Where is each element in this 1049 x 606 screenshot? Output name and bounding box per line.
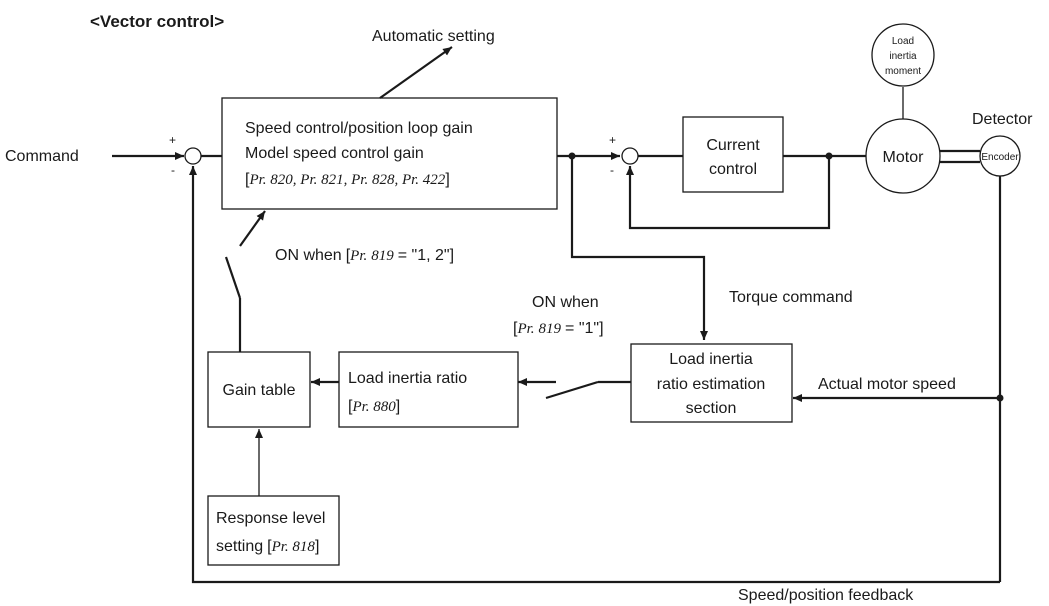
command-label: Command bbox=[5, 148, 79, 165]
switch2-condition: [Pr.819= "1"] bbox=[513, 320, 604, 337]
motor-label: Motor bbox=[883, 149, 925, 166]
encoder-label: Encoder bbox=[981, 152, 1019, 163]
torque-command-label: Torque command bbox=[729, 289, 853, 306]
estimation-line1: Load inertia bbox=[669, 351, 753, 368]
load-inertia-line1: Load bbox=[892, 36, 914, 47]
junction2-minus: - bbox=[610, 163, 614, 177]
current-feedback-loop bbox=[626, 156, 831, 230]
switch2-on-when: ON when bbox=[532, 294, 599, 311]
summing-junction-current bbox=[621, 147, 639, 165]
switch1-condition: ON when[Pr.819= "1, 2"] bbox=[275, 247, 454, 264]
speed-position-feedback-line bbox=[189, 166, 1000, 584]
speed-box-line2: Model speed control gain bbox=[245, 145, 424, 162]
current-control-box bbox=[682, 116, 784, 193]
response-line1: Response level bbox=[216, 510, 325, 527]
actual-motor-speed-label: Actual motor speed bbox=[818, 376, 956, 393]
current-control-line2: control bbox=[709, 161, 757, 178]
junction1-plus: + bbox=[169, 133, 176, 147]
estimation-section-box bbox=[630, 343, 793, 423]
estimation-line2: ratio estimation bbox=[657, 376, 766, 393]
switch2-blade bbox=[545, 380, 599, 400]
load-inertia-moment bbox=[871, 23, 935, 87]
switch1-upper-line bbox=[239, 210, 266, 247]
load-inertia-line3: moment bbox=[885, 66, 921, 77]
estimation-line3: section bbox=[686, 400, 737, 417]
feedback-label: Speed/position feedback bbox=[738, 587, 914, 604]
junction1-minus: - bbox=[171, 163, 175, 177]
response-level-box bbox=[207, 495, 340, 566]
gain-table-label: Gain table bbox=[223, 382, 296, 399]
current-control-line1: Current bbox=[706, 137, 760, 154]
torque-command-arrow bbox=[570, 156, 708, 340]
speed-box-params: [Pr. 820, Pr. 821, Pr. 828, Pr. 422] bbox=[245, 171, 450, 188]
gain-table-box bbox=[207, 351, 311, 428]
diagram-title: <Vector control> bbox=[90, 12, 224, 31]
summing-junction-speed bbox=[184, 147, 202, 165]
ratio-box-param: [Pr. 880] bbox=[348, 398, 400, 415]
load-inertia-ratio-box bbox=[338, 351, 519, 428]
switch1-blade bbox=[224, 256, 242, 299]
detector-label: Detector bbox=[972, 111, 1033, 128]
speed-control-box bbox=[221, 97, 558, 210]
response-line2: setting[Pr. 818] bbox=[216, 538, 319, 555]
load-inertia-line2: inertia bbox=[889, 51, 917, 62]
speed-box-line1: Speed control/position loop gain bbox=[245, 120, 473, 137]
junction2-plus: + bbox=[609, 133, 616, 147]
ratio-box-line1: Load inertia ratio bbox=[348, 370, 467, 387]
automatic-setting-arrow bbox=[379, 46, 453, 99]
automatic-setting-label: Automatic setting bbox=[372, 28, 495, 45]
